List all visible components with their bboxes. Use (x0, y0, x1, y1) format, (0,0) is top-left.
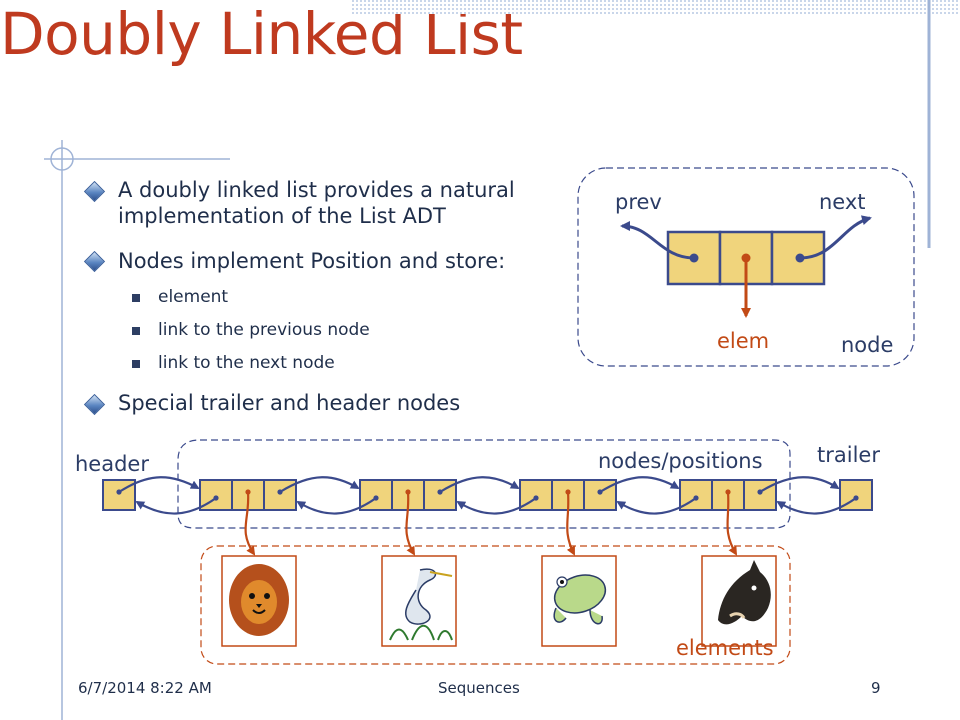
trailer-label: trailer (817, 443, 880, 467)
prev-pointer (616, 497, 697, 515)
frog-icon (541, 555, 617, 647)
nodes-boundary (177, 439, 791, 529)
nodes-positions-label: nodes/positions (598, 449, 763, 473)
sub-bullet-square-icon (132, 294, 140, 302)
elements-boundary (200, 545, 791, 665)
prev-label: prev (615, 190, 662, 214)
horse-icon (701, 555, 777, 647)
prev-dot (689, 253, 699, 263)
bullet-text: A doubly linked list provides a natural … (118, 178, 515, 228)
elem-dot (741, 253, 751, 263)
rule-ring (50, 147, 74, 171)
node-diagram (577, 167, 915, 367)
elem-pointer (566, 491, 575, 556)
heron-icon (381, 555, 457, 647)
sub-bullet-square-icon (132, 327, 140, 335)
elem-label: elem (717, 329, 770, 353)
next-label: next (819, 190, 866, 214)
prev-pointer (135, 497, 217, 515)
next-pointer (759, 476, 840, 493)
node-boundary (577, 167, 915, 367)
next-pointer (439, 476, 520, 493)
lion-icon (221, 555, 297, 647)
header-node (102, 479, 136, 511)
footer-page-number: 9 (871, 679, 881, 697)
elem-pointer (244, 491, 256, 556)
next-dot (795, 253, 805, 263)
sub-bullet-text: link to the previous node (158, 320, 370, 340)
header-label: header (75, 452, 149, 476)
next-pointer (799, 215, 872, 260)
elem-pointer (726, 491, 738, 556)
sub-bullet-text: element (158, 287, 229, 307)
prev-pointer (776, 497, 857, 515)
sub-bullet-text: link to the next node (158, 353, 335, 373)
sub-bullet-square-icon (132, 360, 140, 368)
prev-pointer (456, 497, 537, 515)
next-pointer (279, 476, 360, 493)
prev-pointer (296, 497, 377, 515)
footer-title: Sequences (438, 679, 520, 697)
list-diagram (102, 439, 873, 665)
elem-pointer (405, 491, 416, 556)
dotted-band (352, 0, 960, 14)
bullet-text: Special trailer and header nodes (118, 391, 461, 415)
next-pointer (118, 476, 200, 493)
list-node-next-cell (263, 479, 297, 511)
node-label: node (841, 333, 894, 357)
elements-label: elements (676, 636, 774, 660)
next-pointer (599, 476, 680, 493)
footer-date: 6/7/2014 8:22 AM (78, 679, 212, 697)
list-node-next-cell (743, 479, 777, 511)
bullet-text: Nodes implement Position and store: (118, 249, 506, 273)
prev-pointer (620, 221, 695, 260)
